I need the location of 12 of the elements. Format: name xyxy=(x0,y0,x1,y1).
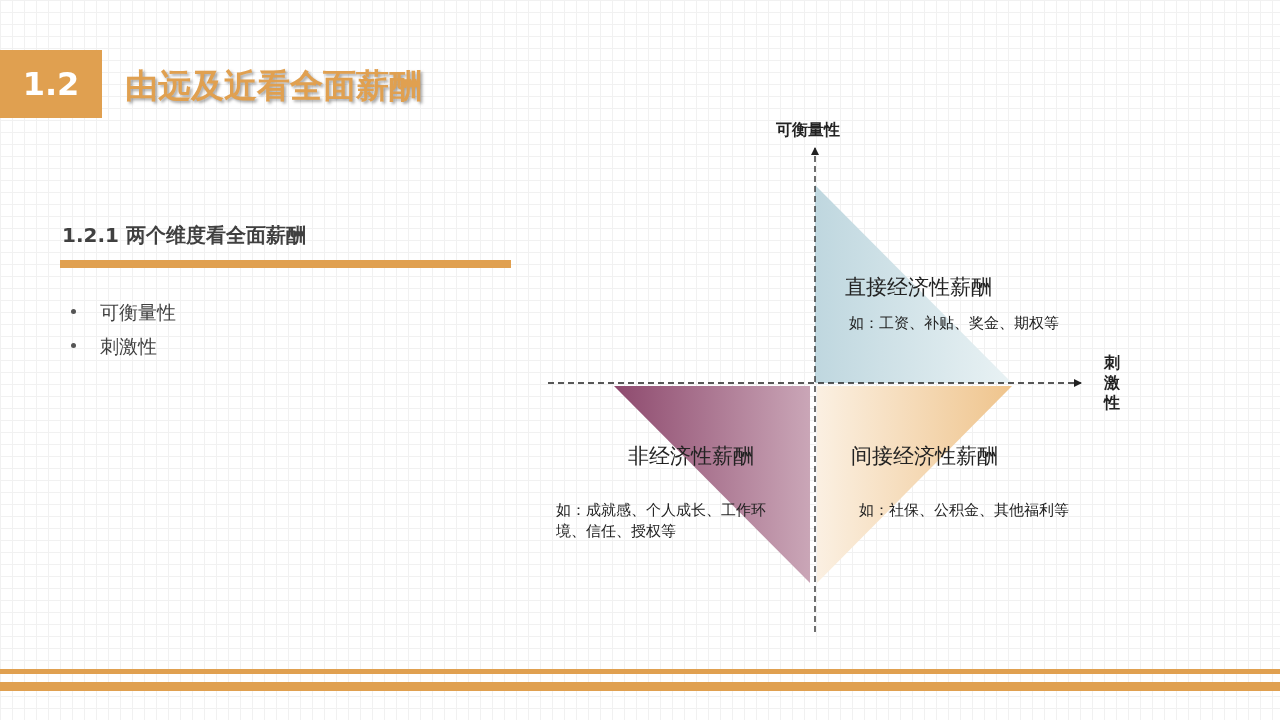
quadrant-heading: 间接经济性薪酬 xyxy=(851,443,998,470)
section-heading: 1.2.1 两个维度看全面薪酬 xyxy=(62,222,306,249)
quadrant-heading: 直接经济性薪酬 xyxy=(845,274,992,301)
bullet-text: 刺激性 xyxy=(100,334,157,359)
slide-title: 由远及近看全面薪酬 xyxy=(125,65,422,107)
axis-label: 可衡量性 xyxy=(776,120,840,141)
quadrant-description: 如：社保、公积金、其他福利等 xyxy=(859,501,1070,520)
quadrant-description: 如：工资、补贴、奖金、期权等 xyxy=(849,314,1060,333)
axis-label: 刺激性 xyxy=(1104,353,1121,413)
bullet-text: 可衡量性 xyxy=(100,300,176,325)
section-number-badge: 1.2 xyxy=(0,50,102,118)
quadrant-description: 如：成就感、个人成长、工作环境、信任、授权等 xyxy=(556,501,767,541)
